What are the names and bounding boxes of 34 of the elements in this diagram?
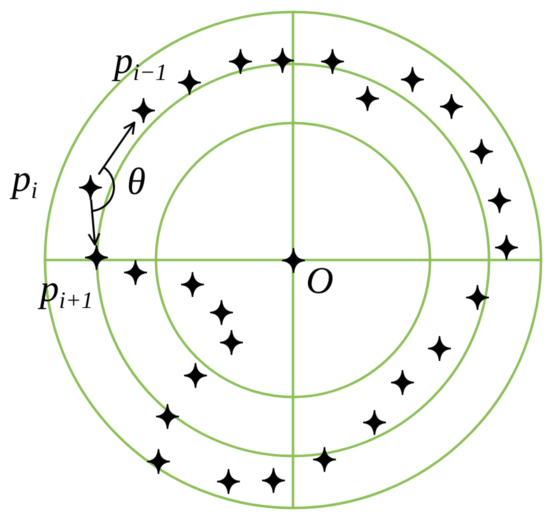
star-icon [180, 272, 204, 296]
star-icon [390, 370, 414, 394]
point-label: O [306, 262, 334, 300]
star-icon [84, 244, 108, 270]
star-icon [494, 234, 518, 260]
point-label: p$_{i}$ [12, 160, 38, 198]
star-icon [146, 448, 170, 474]
star-icon [320, 48, 344, 74]
star-icon [270, 48, 294, 72]
star-icon [362, 410, 386, 434]
angle-label: θ [127, 163, 146, 201]
star-icon [228, 48, 252, 74]
star-icon [356, 86, 378, 110]
star-icon [156, 404, 178, 428]
star-icon [216, 468, 240, 494]
star-icon [178, 70, 200, 94]
point-label: p$_{i−1}$ [114, 42, 168, 80]
arrow [98, 122, 136, 176]
star-icon [132, 98, 154, 122]
star-icon [312, 446, 336, 472]
star-icon [400, 66, 424, 92]
star-icon [184, 362, 206, 388]
star-icon [282, 248, 304, 272]
arrow [88, 199, 100, 246]
star-icon [428, 336, 450, 360]
star-icon [78, 174, 102, 200]
star-icon [470, 138, 492, 164]
star-icon [124, 260, 146, 284]
star-icon [466, 284, 488, 310]
star-icon [220, 330, 242, 354]
star-icon [262, 468, 284, 492]
star-icon [488, 188, 510, 212]
star-icon [440, 94, 462, 118]
star-icon [210, 300, 232, 324]
